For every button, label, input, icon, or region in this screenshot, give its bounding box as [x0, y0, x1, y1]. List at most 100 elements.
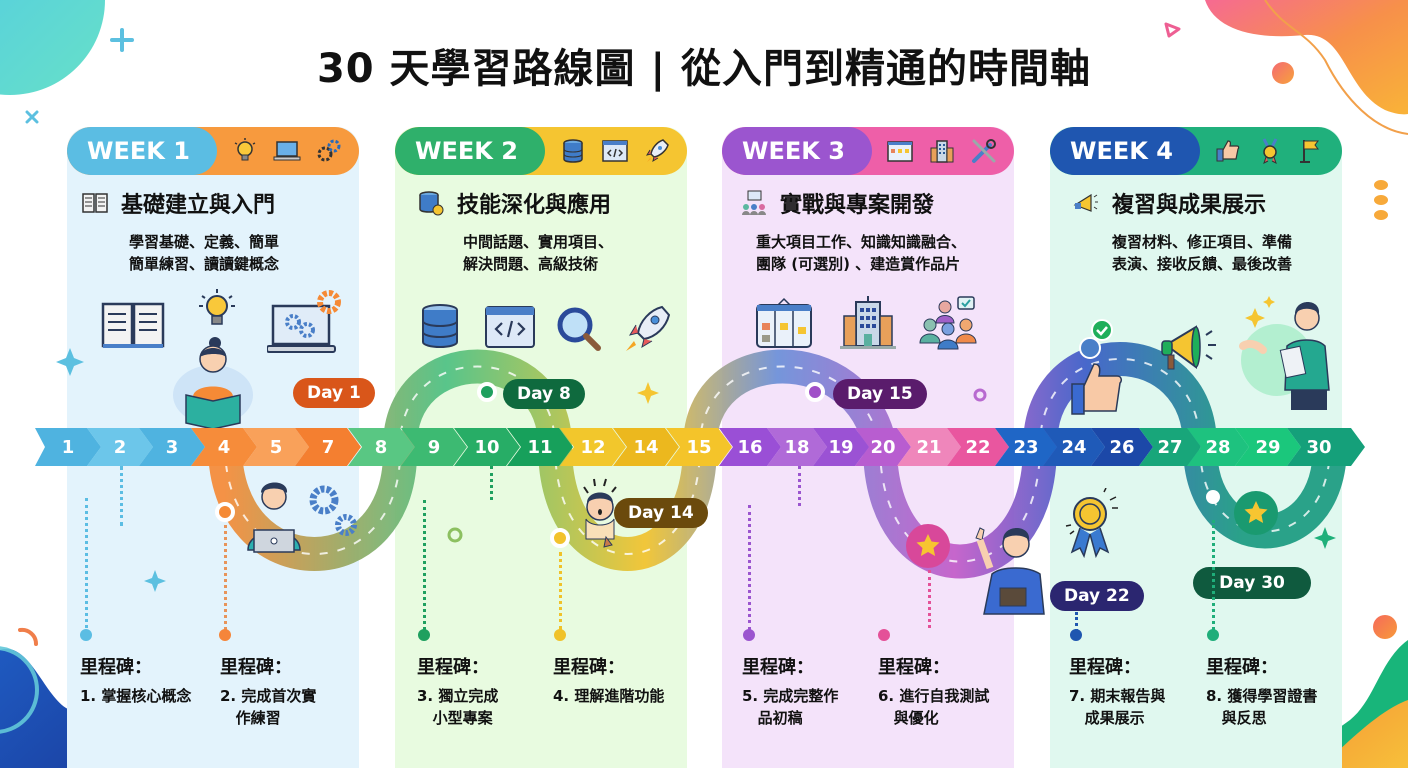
decor-triangle-icon: [1164, 22, 1181, 38]
decor-dot: [1374, 180, 1388, 190]
open-book-illustration: [101, 302, 165, 348]
milestone-connector: [559, 552, 562, 630]
milestone-8: 里程碑： 8. 獲得學習證書 與反思: [1206, 657, 1318, 727]
day-15-tag: Day 15: [833, 379, 927, 409]
decor-blob-top-left: [0, 0, 105, 95]
decor-blob-top-right: [1205, 0, 1408, 135]
week-4-topic: 複習與成果展示: [1072, 187, 1266, 219]
week-1-header: WEEK 1: [67, 127, 359, 175]
milestone-connector: [1075, 612, 1078, 632]
milestone-connector: [224, 525, 227, 630]
award-ribbon-illustration: [1065, 488, 1118, 558]
lightbulb-illustration: [199, 289, 235, 325]
day-1-tag: Day 1: [293, 378, 375, 408]
week-2-description: 中間話題、實用項目、 解決問題、高級技術: [463, 233, 614, 273]
code-window-icon: [602, 140, 628, 162]
day-30-tag: Day 30: [1193, 567, 1311, 599]
day-4-marker[interactable]: 4: [191, 428, 257, 466]
milestone-6-dot: [878, 629, 890, 641]
laptop-icon: [273, 141, 301, 161]
day-22-tag: Day 22: [1050, 581, 1144, 611]
decor-dot: [1272, 62, 1294, 84]
week-4-label: WEEK 4: [1050, 127, 1200, 175]
milestone-5-dot: [743, 629, 755, 641]
milestone-connector: [928, 570, 931, 628]
week-2-label: WEEK 2: [395, 127, 545, 175]
week-3-description: 重大項目工作、知識知識融合、 團隊 (可選別) 、建造賞作品片: [756, 233, 967, 273]
magnifier-illustration: [557, 307, 601, 351]
lightbulb-icon: [234, 138, 256, 161]
milestone-connector: [748, 505, 751, 630]
girl-reading-illustration: [173, 337, 253, 430]
milestone-connector: [490, 466, 493, 500]
office-building-illustration: [840, 296, 896, 349]
presenter-man-illustration: [1239, 296, 1330, 410]
decor-x-icon: [25, 110, 39, 124]
milestone-3-dot: [418, 629, 430, 641]
gears-icon: [317, 139, 341, 162]
milestone-connector: [798, 466, 801, 506]
medal-icon: [1262, 138, 1278, 164]
day-12-marker[interactable]: 12: [560, 428, 626, 466]
rocket-icon: [645, 139, 669, 163]
tools-icon: [972, 139, 996, 163]
week-2-topic: 技能深化與應用: [417, 187, 611, 219]
week-1-label: WEEK 1: [67, 127, 217, 175]
milestone-2-dot: [219, 629, 231, 641]
megaphone-illustration: [1161, 325, 1216, 370]
day-1-marker[interactable]: 1: [35, 428, 101, 466]
milestone-6: 里程碑： 6. 進行自我測試 與優化: [878, 657, 990, 727]
page-title: 30 天學習路線圖 | 從入門到精通的時間軸: [316, 46, 1092, 92]
boy-with-laptop-illustration: [247, 482, 357, 553]
milestone-5: 里程碑： 5. 完成完整作 品初稿: [742, 657, 839, 727]
milestone-1: 里程碑： 1. 掌握核心概念: [80, 657, 192, 705]
day-8-tag: Day 8: [503, 379, 585, 409]
decor-plus-icon: [110, 28, 134, 52]
milestone-connector: [120, 466, 123, 526]
open-book-icon: [82, 193, 108, 213]
milestone-2: 里程碑： 2. 完成首次實 作練習: [220, 657, 317, 727]
week-4-header: WEEK 4: [1050, 127, 1342, 175]
milestone-connector: [85, 498, 88, 628]
week-1-topic: 基礎建立與入門: [81, 187, 275, 219]
day-timeline: 1 2 3 4 5 7 8 9 10 11 12 14 15 16 18 19 …: [35, 428, 1365, 466]
team-chat-illustration: [919, 296, 977, 350]
week-3-topic: 實戰與專案開發: [740, 187, 934, 219]
boy-with-tablet-illustration: [975, 527, 1045, 615]
decor-dot: [1374, 195, 1388, 205]
kanban-board-icon: [887, 141, 913, 162]
milestone-8-dot: [1207, 629, 1219, 641]
milestone-7: 里程碑： 7. 期末報告與 成果展示: [1069, 657, 1166, 727]
week-4-description: 複習材料、修正項目、準備 表演、接收反饋、最後改善: [1112, 233, 1293, 273]
milestone-1-dot: [80, 629, 92, 641]
database-icon: [563, 139, 583, 163]
milestone-connector: [423, 500, 426, 630]
thumbs-up-icon: [1216, 140, 1240, 162]
decor-dot: [1373, 615, 1397, 639]
code-window-illustration: [485, 306, 535, 348]
team-presentation-icon: [742, 190, 766, 215]
day-3-marker[interactable]: 3: [139, 428, 205, 466]
decor-blob-bottom-right: [1290, 640, 1408, 768]
week-3-label: WEEK 3: [722, 127, 872, 175]
rocket-illustration: [626, 305, 670, 351]
milestone-4-dot: [554, 629, 566, 641]
surprised-boy-illustration: [583, 478, 617, 548]
day-15-marker[interactable]: 15: [666, 428, 732, 466]
decor-dot: [1374, 210, 1388, 220]
milestone-connector: [1212, 520, 1215, 630]
building-icon: [930, 140, 954, 163]
milestone-4: 里程碑： 4. 理解進階功能: [553, 657, 665, 705]
database-illustration: [422, 304, 458, 349]
laptop-gear-illustration: [267, 290, 341, 353]
kanban-board-illustration: [756, 297, 812, 348]
day-14-tag: Day 14: [614, 498, 708, 528]
day-5-marker[interactable]: 5: [243, 428, 309, 466]
database-coin-icon: [419, 191, 444, 216]
week-1-description: 學習基礎、定義、簡單 簡單練習、讀讀鍵概念: [129, 233, 280, 273]
week-3-header: WEEK 3: [722, 127, 1014, 175]
megaphone-icon: [1073, 193, 1098, 212]
thumbs-up-illustration: [1071, 319, 1122, 415]
